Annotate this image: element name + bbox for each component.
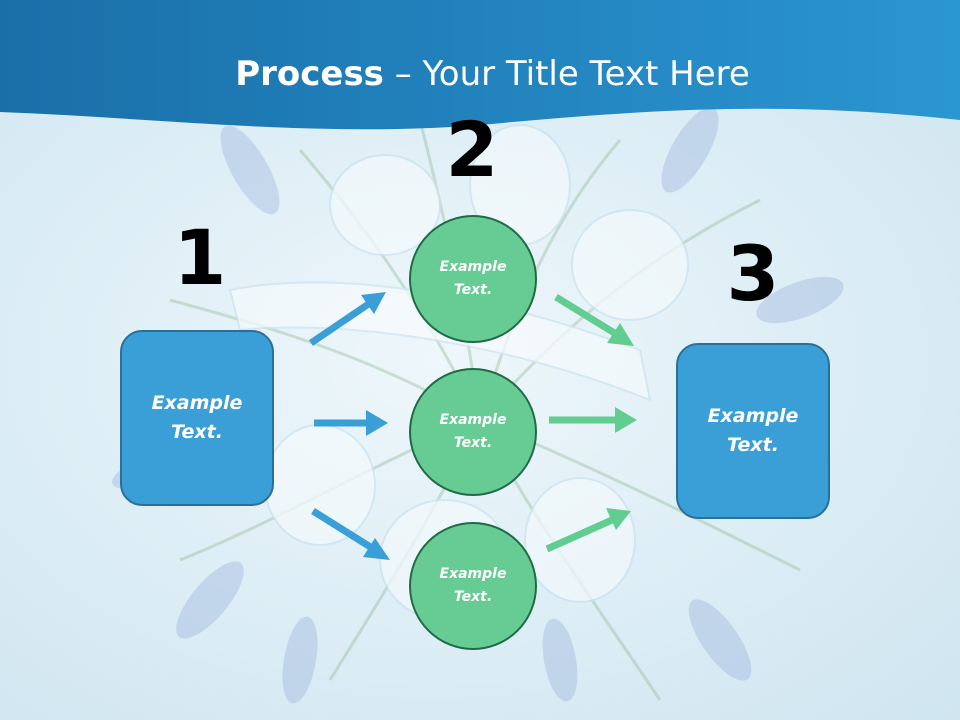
- circle-middle-text: Example Text.: [439, 412, 507, 451]
- end-box: Example Text.: [676, 343, 830, 519]
- end-box-text: Example Text.: [707, 405, 799, 456]
- start-box: Example Text.: [120, 330, 274, 506]
- step-number-1: 1: [173, 213, 227, 302]
- circle-top: Example Text.: [409, 215, 537, 343]
- circle-bottom: Example Text.: [409, 522, 537, 650]
- start-box-text: Example Text.: [151, 392, 243, 443]
- step-number-2: 2: [445, 105, 499, 194]
- circle-top-text: Example Text.: [439, 259, 507, 298]
- circle-middle: Example Text.: [409, 368, 537, 496]
- step-number-3: 3: [726, 229, 780, 318]
- circle-bottom-text: Example Text.: [439, 566, 507, 605]
- title-rest: – Your Title Text Here: [383, 54, 750, 94]
- title-bold: Process: [235, 54, 384, 94]
- slide-title: Process – Your Title Text Here: [0, 52, 960, 96]
